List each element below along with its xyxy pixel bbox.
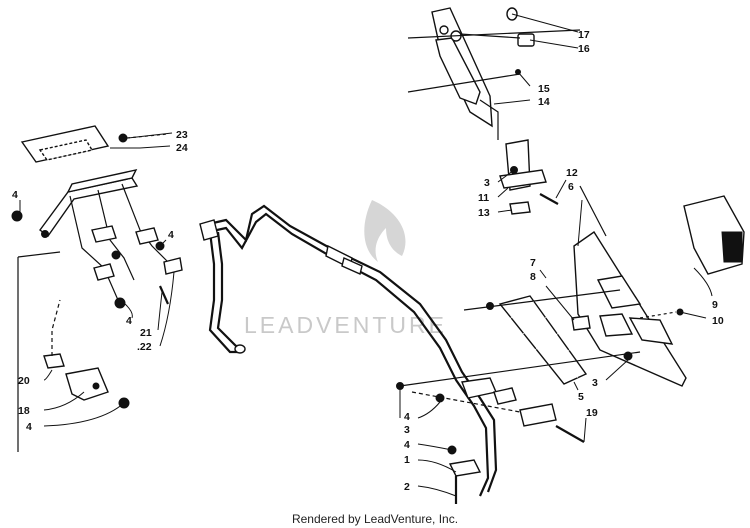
callout-12: 12 <box>566 167 578 179</box>
callout-4-lower: 4 <box>126 315 132 327</box>
side-panel-6 <box>573 231 687 387</box>
watermark-flame-icon <box>364 200 406 262</box>
nut-channel <box>41 230 49 238</box>
callout-5: 5 <box>578 391 584 403</box>
callout-3-top: 3 <box>484 177 490 189</box>
watermark-text: LEADVENTURE <box>244 312 447 338</box>
plate-hole-a <box>439 25 449 35</box>
side-bracket <box>461 377 497 399</box>
left-bracket-assembly <box>11 125 183 452</box>
callout-13: 13 <box>478 207 490 219</box>
tube-frame <box>199 204 585 504</box>
callout-4-left: 4 <box>12 189 18 201</box>
nut-mid <box>111 250 121 260</box>
callout-9: 9 <box>712 299 718 311</box>
callout-4-joint: 4 <box>404 439 410 451</box>
callout-6: 6 <box>568 181 574 193</box>
credit-line: Rendered by LeadVenture, Inc. <box>291 512 459 526</box>
arm-clip-b <box>135 227 159 245</box>
callout-4-bottom: 4 <box>26 421 32 433</box>
screw-12 <box>539 193 559 205</box>
upper-right-bracket <box>407 7 581 215</box>
reflector-lens <box>721 231 743 263</box>
upper-plate-inner <box>38 139 94 161</box>
knob-16 <box>517 33 535 47</box>
callout-4-mid: 4 <box>168 229 174 241</box>
callout-10: 10 <box>712 315 724 327</box>
arm-clip-d <box>163 257 183 275</box>
callout-4-side: 4 <box>404 411 410 423</box>
mount-channel-top <box>66 169 138 193</box>
arm-clip-a <box>91 225 117 243</box>
clip-8 <box>571 315 591 331</box>
plate-13 <box>509 201 531 215</box>
tube-clamp-b <box>341 257 363 275</box>
callout-19: 19 <box>586 407 598 419</box>
callout-3-panel: 3 <box>592 377 598 389</box>
callout-7: 7 <box>530 257 536 269</box>
panel-window-b <box>628 317 674 345</box>
screw-21 <box>158 285 170 305</box>
callout-16: 16 <box>578 43 590 55</box>
callout-3-side: 3 <box>404 424 410 436</box>
nut-4-lower <box>114 297 126 309</box>
lower-bracket <box>65 367 109 401</box>
callout-15: 15 <box>538 83 550 95</box>
watermark: LEADVENTURE <box>244 200 447 338</box>
tube-cap <box>199 219 219 241</box>
panel-window-a <box>596 275 642 309</box>
right-panel-assembly <box>399 185 745 387</box>
side-bracket-tab <box>493 387 517 405</box>
callout-8: 8 <box>530 271 536 283</box>
bracket-19 <box>519 403 557 427</box>
leader-lines <box>19 13 713 497</box>
callout-14: 14 <box>538 96 550 108</box>
bolt-23 <box>118 133 128 143</box>
bracket-hole <box>92 382 100 390</box>
nut-4-left <box>11 210 23 222</box>
callout-11: 11 <box>478 192 489 204</box>
callout-17: 17 <box>578 29 590 41</box>
callout-2: 2 <box>404 481 410 493</box>
callout-22: .22 <box>137 341 152 353</box>
callout-24: 24 <box>176 142 188 154</box>
mesh-screen-5 <box>498 295 588 385</box>
screw-19 <box>555 425 585 443</box>
callout-21: 21 <box>140 327 152 339</box>
callout-23: 23 <box>176 129 188 141</box>
arm-clip-c <box>93 263 115 281</box>
callout-20: 20 <box>18 375 30 387</box>
tube-end <box>234 344 246 354</box>
callout-18: 18 <box>18 405 30 417</box>
bracket-11-base <box>499 169 547 189</box>
callout-1: 1 <box>404 454 410 466</box>
lower-joint <box>448 459 482 477</box>
panel-window-c <box>599 313 634 337</box>
connector-20 <box>43 353 65 369</box>
callout-labels: 23 24 4 4 4 21 .22 20 18 4 17 16 15 14 3… <box>12 29 724 493</box>
